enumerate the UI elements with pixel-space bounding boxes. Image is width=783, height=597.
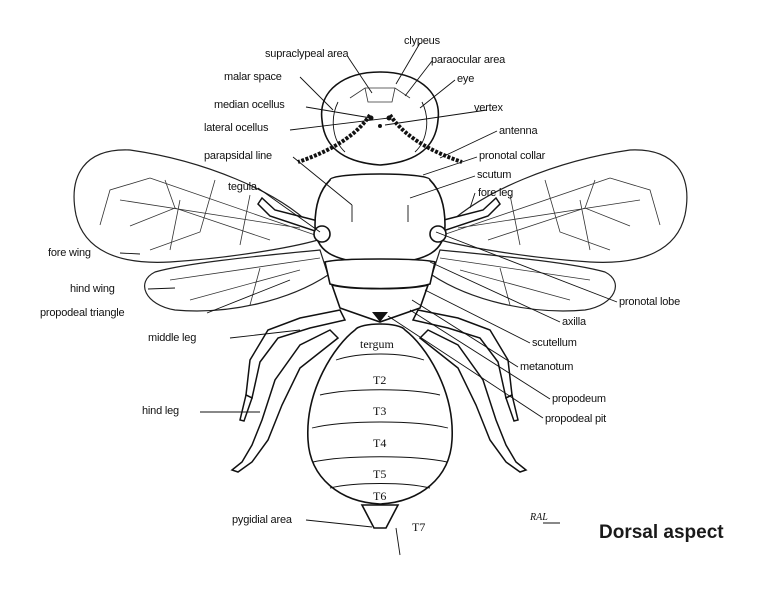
segment-t4: T4 [373,436,386,450]
label-metanotum: metanotum [520,361,573,373]
label-eye: eye [457,73,474,85]
label-paraocular-area: paraocular area [431,54,506,66]
label-tegula: tegula [228,181,258,193]
label-pronotal-lobe: pronotal lobe [619,296,680,308]
label-fore-wing: fore wing [48,247,91,259]
label-hind-wing: hind wing [70,283,115,295]
label-fore-leg: fore leg [478,187,513,199]
label-lateral-ocellus: lateral ocellus [204,122,269,134]
segment-t5: T5 [373,467,386,481]
label-scutellum: scutellum [532,337,577,349]
segment-tergum: tergum [360,337,394,351]
label-hind-leg: hind leg [142,405,179,417]
segment-t6: T6 [373,489,386,503]
label-scutum: scutum [477,169,511,181]
label-pronotal-collar: pronotal collar [479,150,546,162]
thorax [314,174,446,322]
label-propodeum: propodeum [552,393,606,405]
label-supraclypeal-area: supraclypeal area [265,48,350,60]
label-propodeal-pit: propodeal pit [545,413,606,425]
label-middle-leg: middle leg [148,332,196,344]
right-fore-wing [440,150,687,262]
label-propodeal-triangle: propodeal triangle [40,307,125,319]
label-axilla: axilla [562,316,587,328]
segment-t3: T3 [373,404,386,418]
segment-t7: T7 [412,520,425,534]
artist-signature: RAL [529,512,548,523]
label-clypeus: clypeus [404,35,441,47]
label-parapsidal-line: parapsidal line [204,150,272,162]
label-vertex: vertex [474,102,503,114]
segment-t2: T2 [373,373,386,387]
label-median-ocellus: median ocellus [214,99,285,111]
head [322,72,439,165]
label-pygidial-area: pygidial area [232,514,293,526]
label-malar-space: malar space [224,71,282,83]
label-antenna: antenna [499,125,538,137]
left-fore-wing [74,150,318,262]
diagram-caption: Dorsal aspect [599,522,724,543]
